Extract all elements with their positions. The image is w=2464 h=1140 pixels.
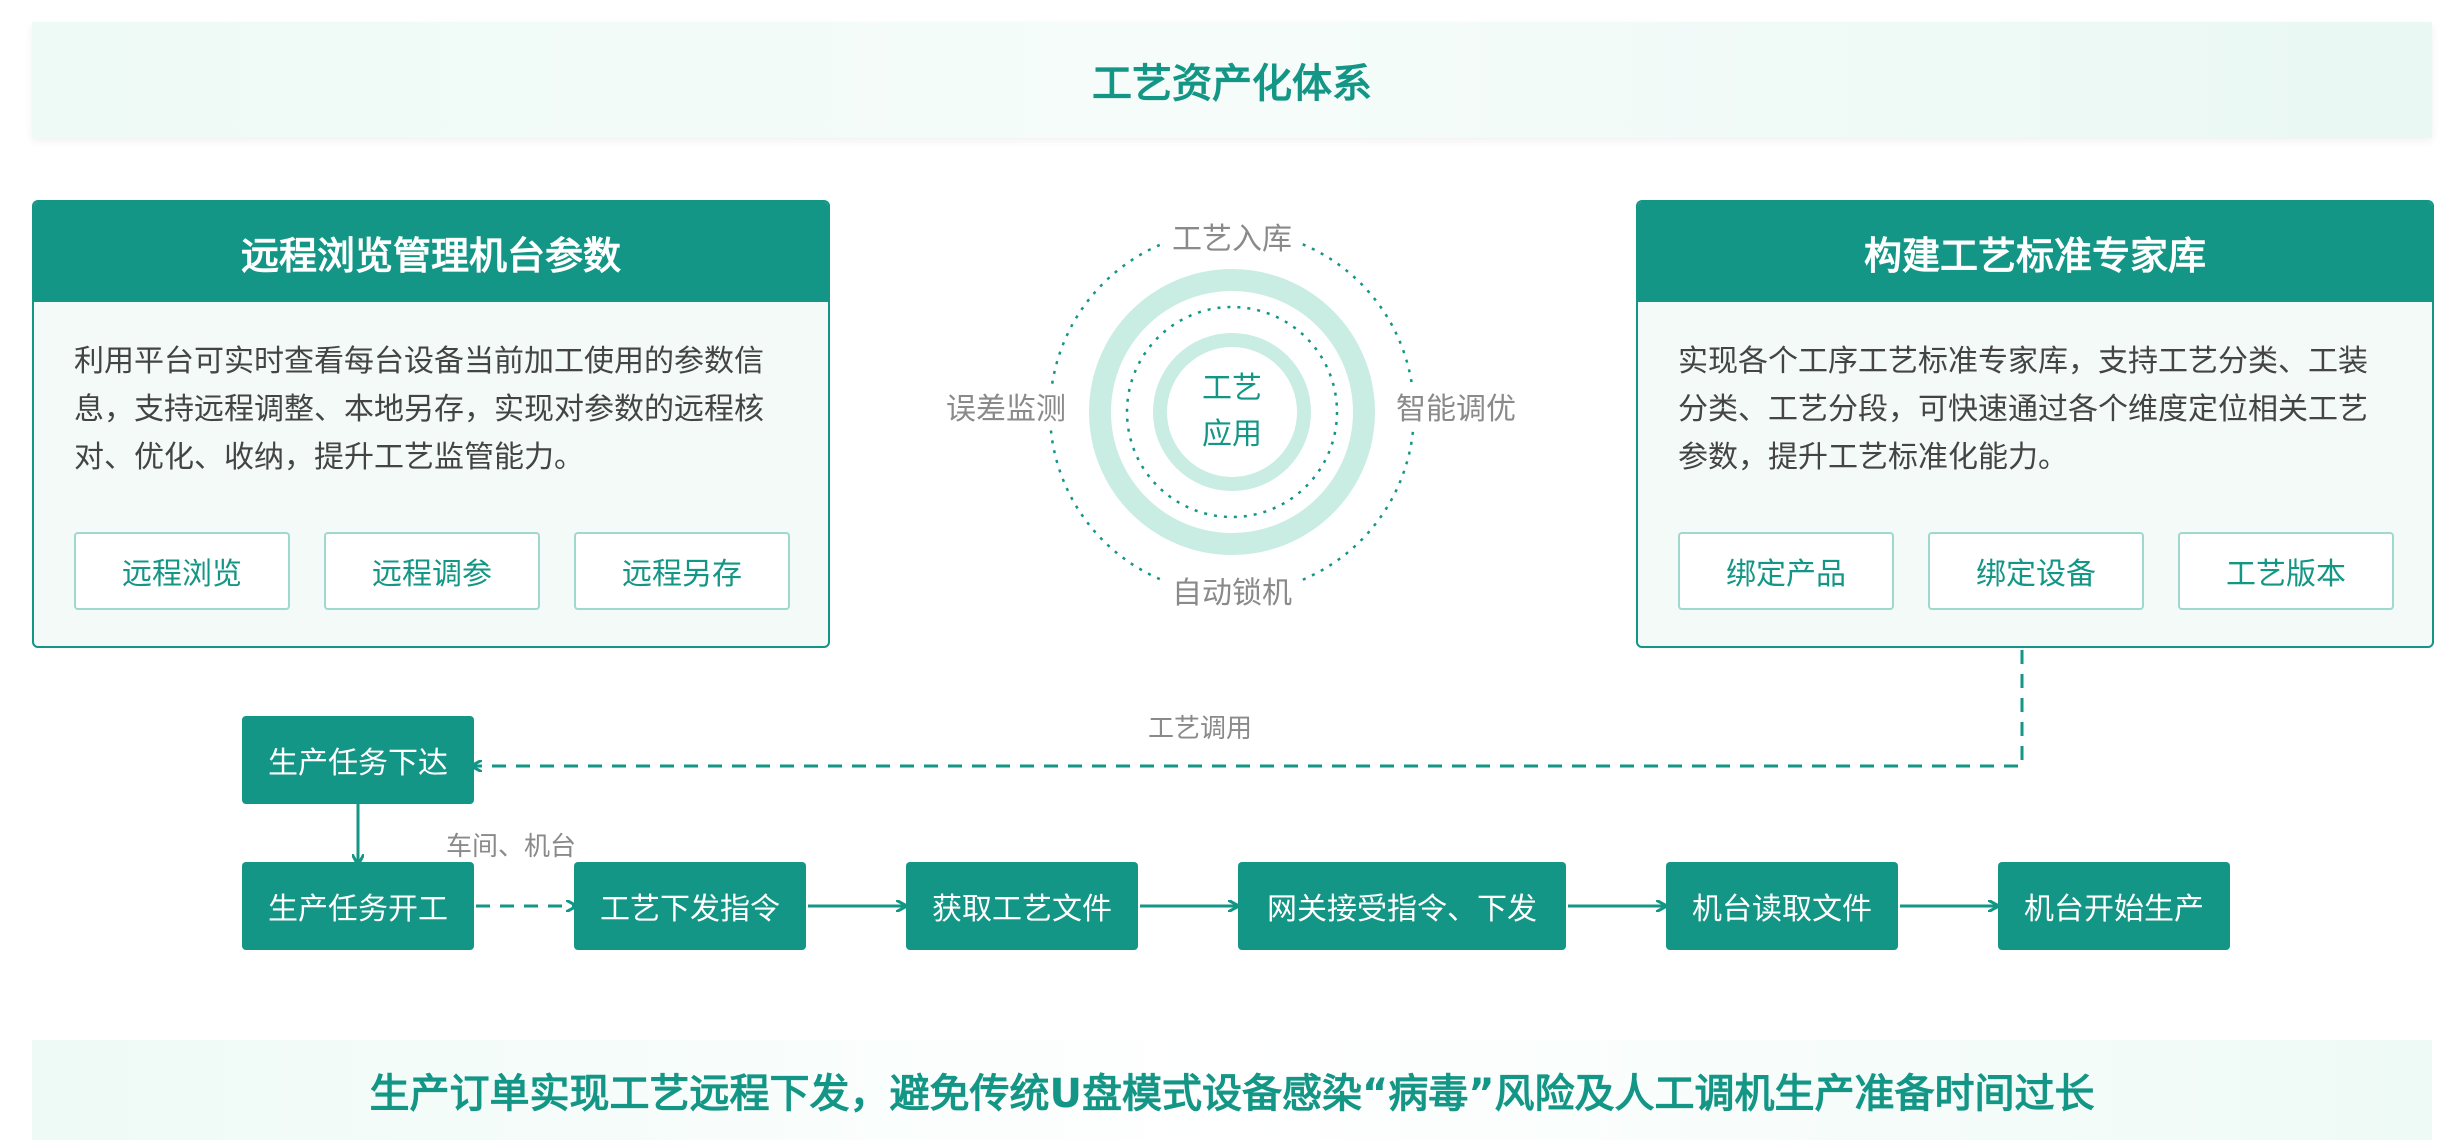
flow-step-fetch-file: 获取工艺文件 <box>906 862 1138 950</box>
cycle-label-bottom: 自动锁机 <box>1164 568 1300 612</box>
panel-title: 远程浏览管理机台参数 <box>34 202 828 302</box>
cycle-label-top: 工艺入库 <box>1164 214 1300 258</box>
cycle-label-left: 误差监测 <box>938 384 1074 428</box>
title-banner: 工艺资产化体系 <box>32 22 2432 138</box>
workshop-machine-label: 车间、机台 <box>446 832 577 862</box>
remote-save-tag[interactable]: 远程另存 <box>574 532 790 610</box>
flow-step-machine-read: 机台读取文件 <box>1666 862 1898 950</box>
flow-step-gateway: 网关接受指令、下发 <box>1238 862 1566 950</box>
flow-step-task-start: 生产任务开工 <box>242 862 474 950</box>
cycle-center-line-2: 应用 <box>1202 417 1262 452</box>
cycle-inner-dotted-ring <box>1125 305 1339 519</box>
flow-step-machine-produce: 机台开始生产 <box>1998 862 2230 950</box>
process-expert-library-panel: 构建工艺标准专家库 实现各个工序工艺标准专家库，支持工艺分类、工装分类、工艺分段… <box>1636 200 2434 648</box>
panel-description: 实现各个工序工艺标准专家库，支持工艺分类、工装分类、工艺分段，可快速通过各个维度… <box>1678 344 2368 475</box>
cycle-center-line-1: 工艺 <box>1202 371 1262 406</box>
panel-description: 利用平台可实时查看每台设备当前加工使用的参数信息，支持远程调整、本地另存，实现对… <box>74 344 764 475</box>
remote-adjust-tag[interactable]: 远程调参 <box>324 532 540 610</box>
cycle-center-label: 工艺 应用 <box>1202 366 1262 458</box>
process-version-tag[interactable]: 工艺版本 <box>2178 532 2394 610</box>
bind-device-tag[interactable]: 绑定设备 <box>1928 532 2144 610</box>
cycle-label-right: 智能调优 <box>1388 384 1524 428</box>
panel-title: 构建工艺标准专家库 <box>1638 202 2432 302</box>
remote-browse-tag[interactable]: 远程浏览 <box>74 532 290 610</box>
task-dispatch-box: 生产任务下达 <box>242 716 474 804</box>
flow-step-issue-instruction: 工艺下发指令 <box>574 862 806 950</box>
bind-product-tag[interactable]: 绑定产品 <box>1678 532 1894 610</box>
cycle-center-ring <box>1153 333 1311 491</box>
cycle-thick-ring <box>1089 269 1375 555</box>
remote-parameter-panel: 远程浏览管理机台参数 利用平台可实时查看每台设备当前加工使用的参数信息，支持远程… <box>32 200 830 648</box>
footer-banner: 生产订单实现工艺远程下发，避免传统U盘模式设备感染“病毒”风险及人工调机生产准备… <box>32 1040 2432 1140</box>
process-call-label: 工艺调用 <box>1148 714 1253 744</box>
